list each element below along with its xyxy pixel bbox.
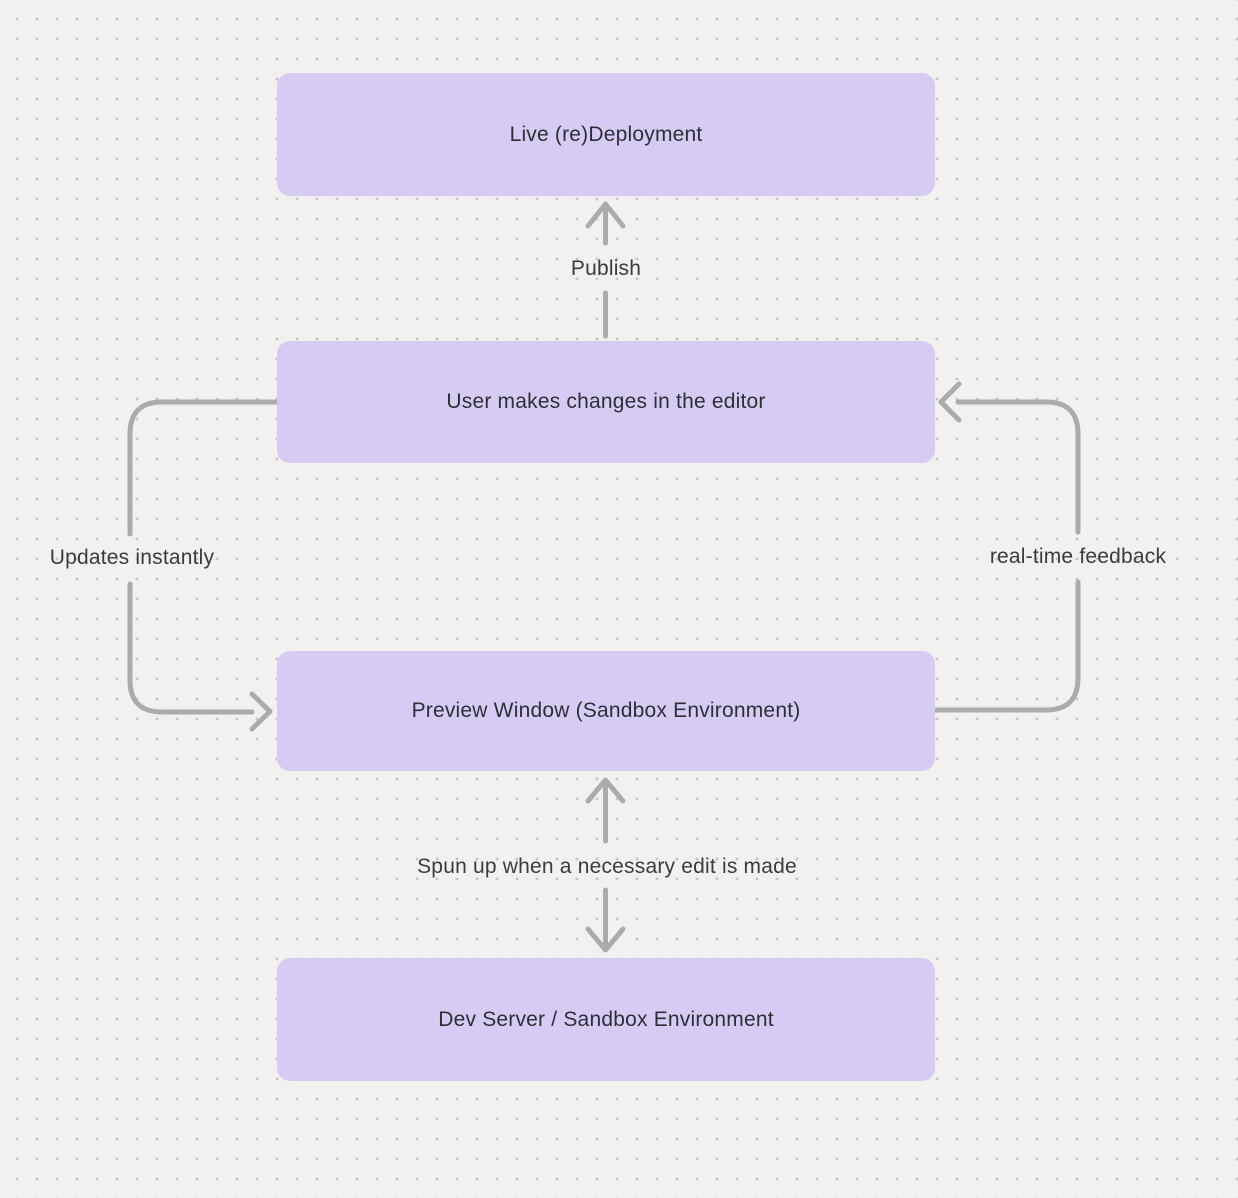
node-dev-server: Dev Server / Sandbox Environment <box>277 958 935 1081</box>
node-live-redeployment-label: Live (re)Deployment <box>509 122 703 146</box>
arrowhead-left-icon <box>938 381 962 423</box>
edge-label-realtime-feedback: real-time feedback <box>989 545 1167 568</box>
arrowhead-up-icon <box>585 777 626 804</box>
arrowhead-right-icon <box>249 691 273 732</box>
arrowhead-down-icon <box>585 926 626 953</box>
arrowhead-up-icon <box>585 201 626 229</box>
node-preview-window-label: Preview Window (Sandbox Environment) <box>411 699 801 722</box>
node-user-editor: User makes changes in the editor <box>277 341 935 463</box>
node-preview-window: Preview Window (Sandbox Environment) <box>277 651 935 771</box>
edge-label-spun-up: Spun up when a necessary edit is made <box>417 855 797 878</box>
node-dev-server-label: Dev Server / Sandbox Environment <box>438 1007 774 1031</box>
node-user-editor-label: User makes changes in the editor <box>446 390 766 413</box>
node-live-redeployment: Live (re)Deployment <box>277 73 935 196</box>
edge-label-updates-instantly: Updates instantly <box>49 546 215 569</box>
edge-label-publish: Publish <box>570 257 642 280</box>
